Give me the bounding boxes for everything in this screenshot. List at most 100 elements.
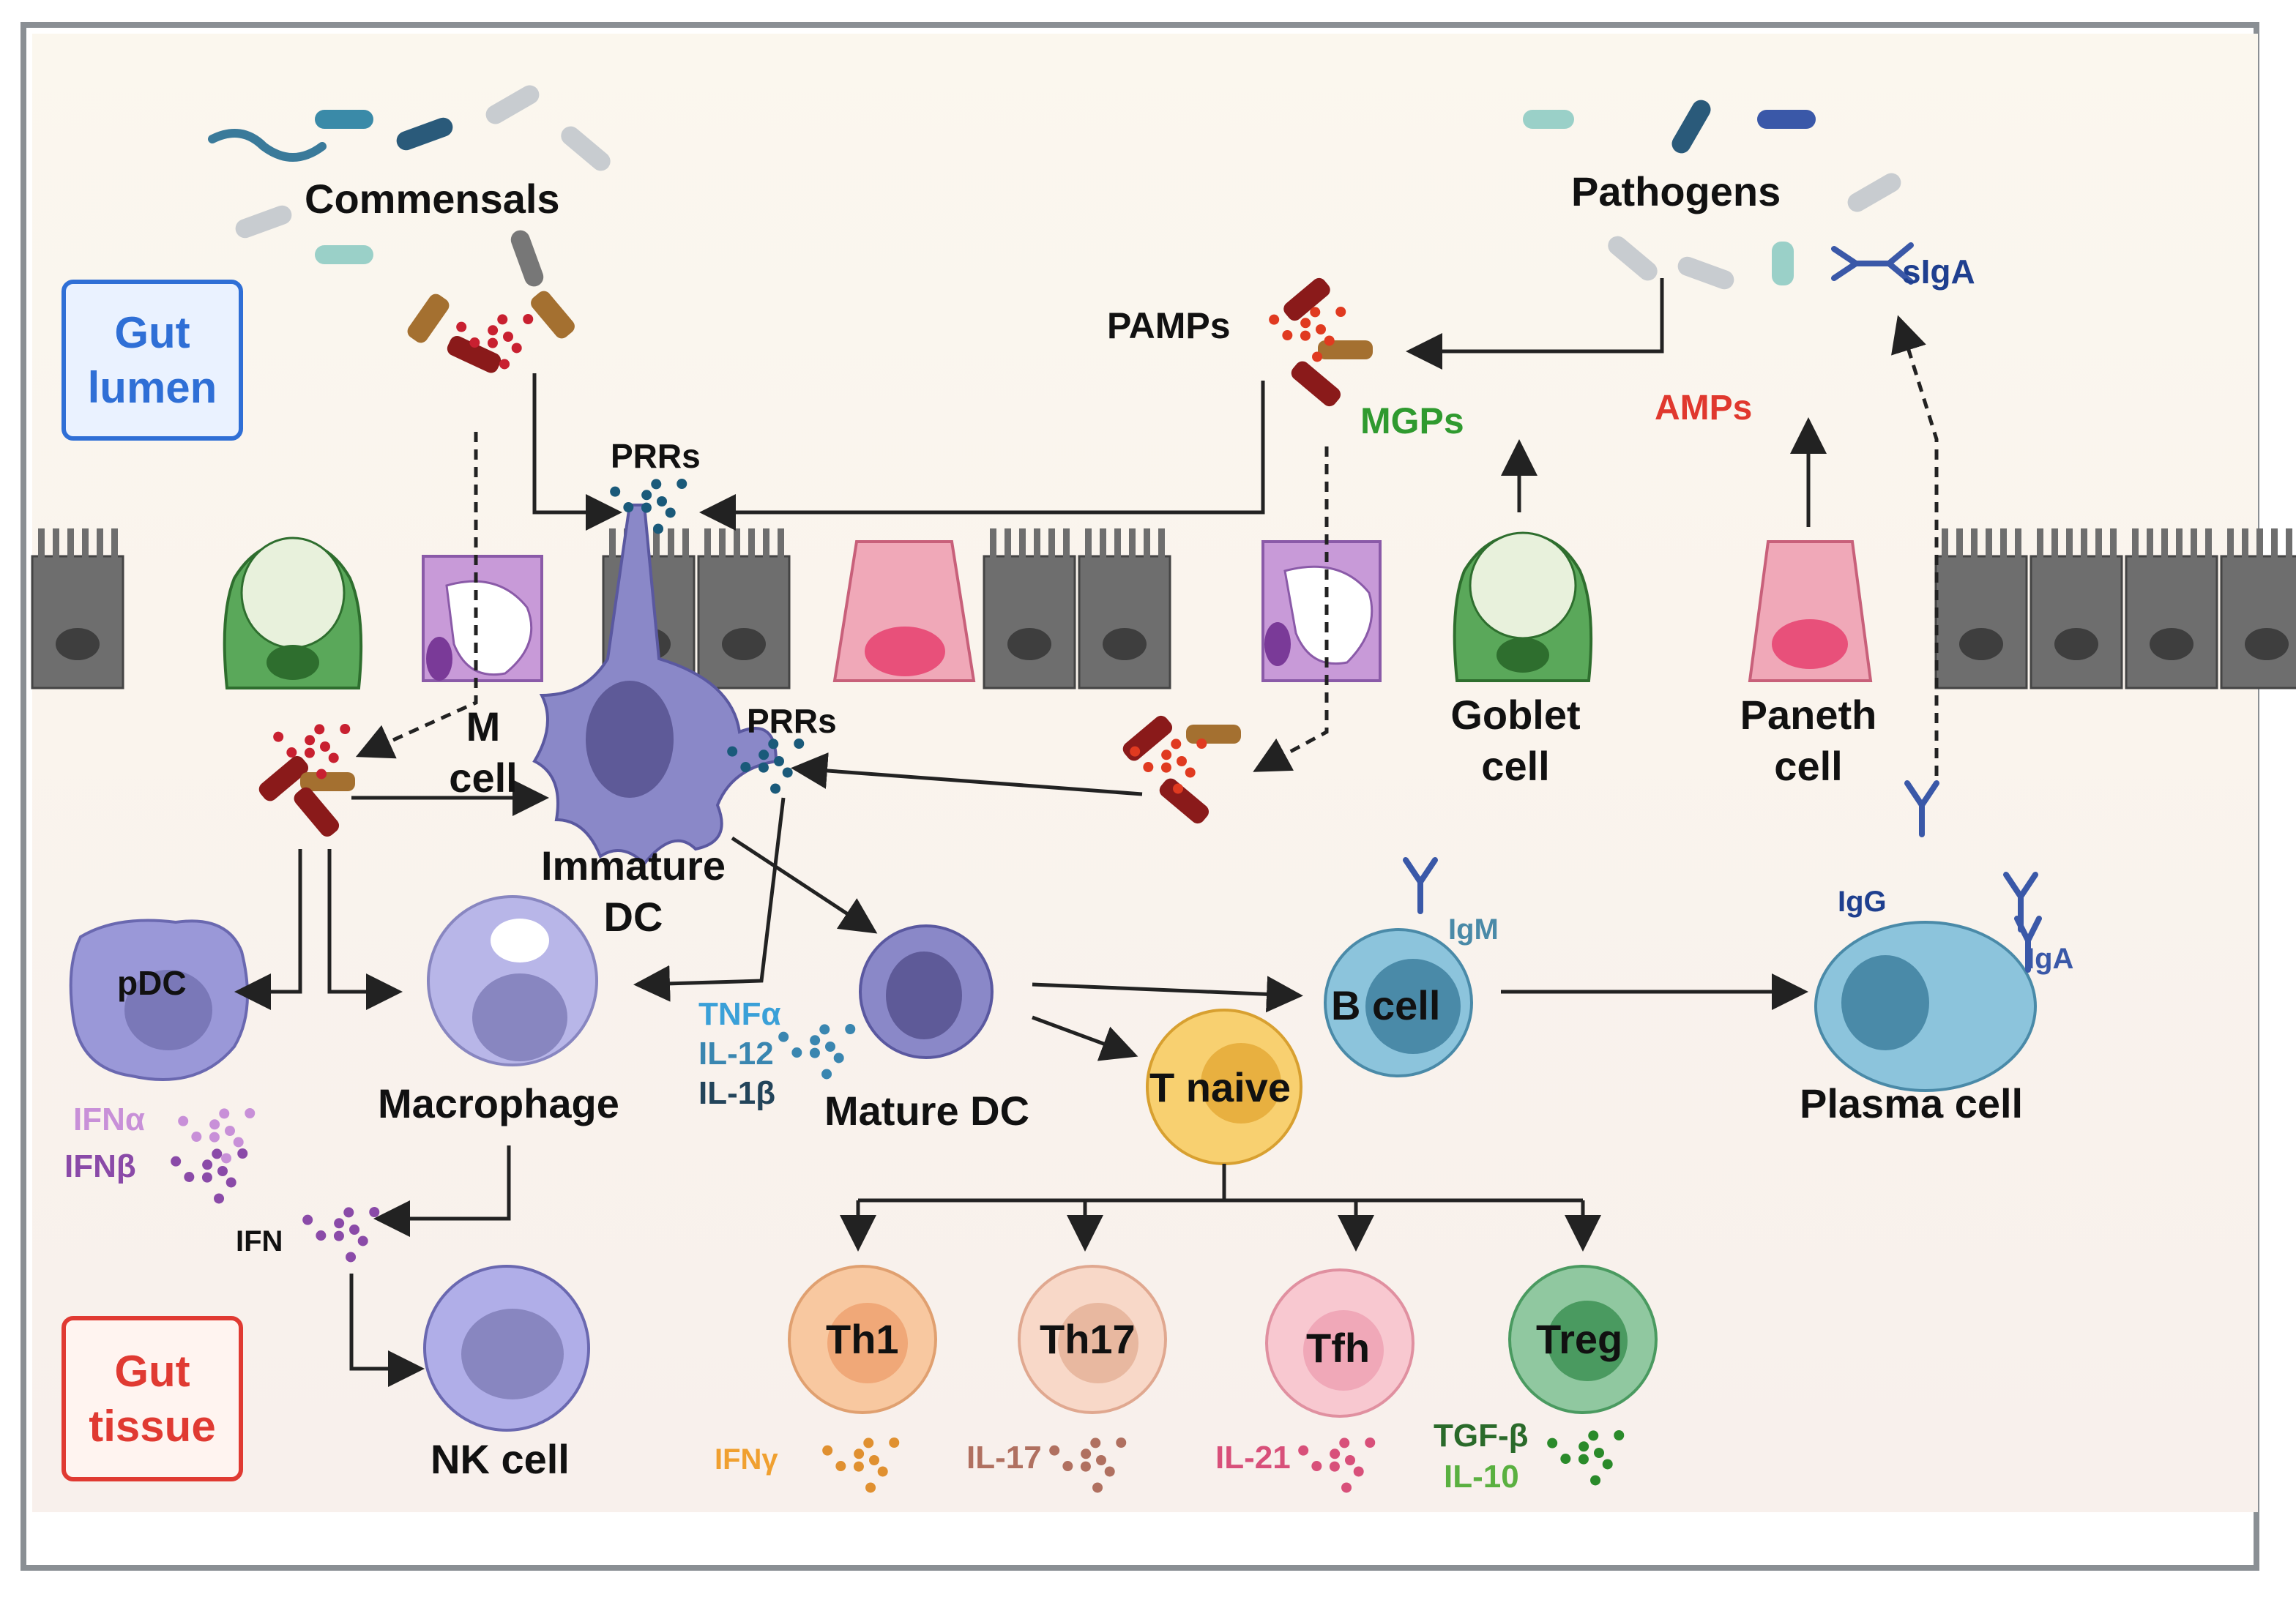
treg-graphic [1508, 1265, 1658, 1414]
commensal-bacteria-graphic [208, 85, 611, 287]
cytokine-dot [316, 1230, 327, 1241]
cytokine-dot [1324, 335, 1335, 346]
cytokine-dot [665, 507, 676, 518]
microvillus [67, 528, 74, 558]
goblet-cell-label-line2: cell [1481, 743, 1550, 789]
cytokine-dot [853, 1461, 864, 1472]
enterocyte [2220, 555, 2296, 689]
igg-label: IgG [1838, 886, 1887, 918]
microvillus [2110, 528, 2117, 558]
cytokine-dot [1335, 307, 1346, 318]
cytokine-dot [791, 1047, 802, 1058]
cytokine-dot [1269, 314, 1280, 325]
microvillus [2081, 528, 2087, 558]
microvillus [2205, 528, 2212, 558]
cytokine-dot [1588, 1430, 1599, 1441]
cytokine-dot [273, 731, 284, 742]
cytokine-dot [171, 1156, 182, 1167]
enterocyte-nucleus [2054, 628, 2098, 660]
cytokine-dot [214, 1193, 225, 1204]
cytokine-dot [1330, 1448, 1341, 1459]
cytokine-dot [770, 783, 781, 794]
cytokine-dot [314, 724, 325, 735]
mature-dc-label: Mature DC [824, 1088, 1030, 1134]
goblet-cell-left-graphic [223, 537, 363, 689]
microvillus [111, 528, 118, 558]
pdc-label: pDC [117, 964, 187, 1002]
cytokine-dot [854, 1448, 865, 1459]
microvillus [2015, 528, 2021, 558]
enterocyte-nucleus [1959, 628, 2003, 660]
cytokine-dot [369, 1207, 380, 1218]
cytokine-dot [1104, 1466, 1115, 1477]
cytokine-dot [497, 314, 508, 325]
m-cell-right-graphic [1261, 540, 1382, 682]
cytokine-dot [1080, 1461, 1091, 1472]
paneth-cell-left-graphic [832, 540, 976, 682]
paneth-cell-label-line1: Paneth [1740, 692, 1877, 738]
macrophage-graphic [427, 895, 598, 1066]
cytokine-dot [357, 1235, 368, 1246]
igm-label: IgM [1448, 913, 1499, 946]
cytokine-dot [821, 1069, 832, 1080]
microvillus [2095, 528, 2102, 558]
microvillus [1034, 528, 1040, 558]
cytokine-dot [1310, 307, 1321, 318]
tfh-label: Tfh [1306, 1325, 1371, 1371]
cytokine-dot [1062, 1461, 1073, 1472]
cytokine-dot [1081, 1448, 1092, 1459]
enterocyte [31, 555, 124, 689]
cytokine-dot [809, 1047, 820, 1058]
amps-label: AMPs [1655, 389, 1753, 427]
enterocyte-nucleus [2150, 628, 2194, 660]
microvillus [2256, 528, 2263, 558]
cytokine-dot [822, 1445, 833, 1456]
cytokine-dot [1300, 330, 1311, 341]
cytokine-dot [1578, 1441, 1589, 1452]
microvillus [1144, 528, 1150, 558]
th1-graphic [788, 1265, 937, 1414]
cytokine-dot [202, 1159, 213, 1170]
pdc-graphic [69, 919, 249, 1081]
cytokine-dot [641, 490, 652, 501]
microvillus [2242, 528, 2248, 558]
enterocyte-nucleus [1103, 628, 1147, 660]
microvillus [2161, 528, 2168, 558]
microvillus [653, 528, 660, 558]
microvillus [668, 528, 674, 558]
cytokine-dot [657, 496, 667, 506]
cytokine-dot [1160, 762, 1171, 773]
microvillus [1158, 528, 1165, 558]
cytokine-dot [1177, 756, 1187, 766]
immature-dc-label-line2: DC [603, 894, 663, 940]
cytokine-dot [1300, 318, 1311, 329]
cytokine-dot [1096, 1455, 1106, 1465]
cytokine-dot [1130, 746, 1141, 757]
paneth-cell-label: Paneth cell [1728, 689, 1889, 792]
cytokine-dot [877, 1466, 888, 1477]
enterocyte [2125, 555, 2218, 689]
microvillus [2271, 528, 2278, 558]
cytokine-dot [201, 1172, 212, 1183]
goblet-cell-label-line1: Goblet [1450, 692, 1581, 738]
cytokine-dot [349, 1225, 359, 1235]
microvillus [763, 528, 769, 558]
th17-graphic [1018, 1265, 1167, 1414]
il10-label: IL-10 [1444, 1459, 1519, 1495]
cytokine-dot [1365, 1438, 1376, 1448]
cytokine-dot [456, 321, 467, 332]
cytokine-dot [641, 502, 652, 513]
cytokine-dot [328, 752, 339, 763]
microvillus [990, 528, 996, 558]
microvillus [1986, 528, 1992, 558]
microvillus [2051, 528, 2058, 558]
cytokine-dot [1196, 739, 1207, 749]
tgfb-label: TGF-β [1434, 1418, 1529, 1454]
cytokine-dot [1345, 1455, 1355, 1465]
cytokine-dot [1594, 1448, 1604, 1458]
cytokine-dot [869, 1455, 879, 1465]
nk-cell-label: NK cell [430, 1436, 570, 1482]
cytokine-dot [304, 747, 315, 758]
microvillus [1004, 528, 1011, 558]
